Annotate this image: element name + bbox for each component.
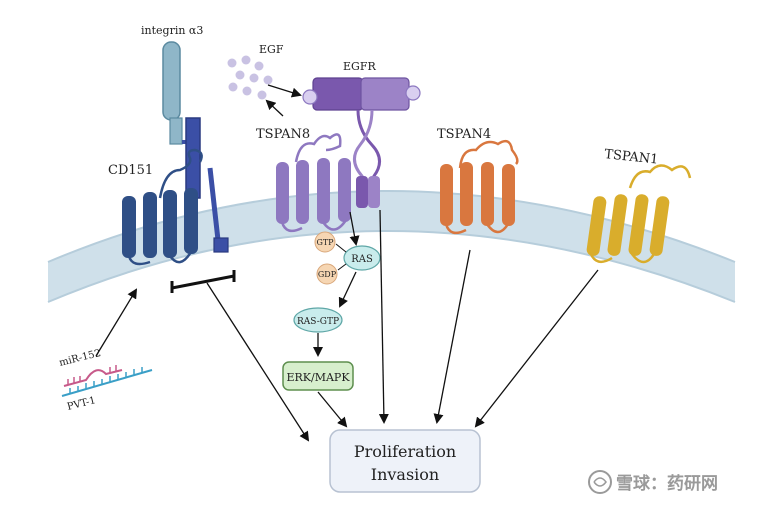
outcome-line2: Invasion <box>371 465 439 484</box>
tspan1-to-outcome-arrow <box>474 269 599 428</box>
watermark: 雪球：药研网 <box>588 470 718 494</box>
outcome-box: Proliferation Invasion <box>329 429 481 493</box>
cd151-to-outcome-arrow <box>206 282 310 442</box>
integrin-label: integrin α3 <box>141 24 203 37</box>
tspan1-label: TSPAN1 <box>604 147 659 168</box>
gdp-node: GDP <box>316 263 338 285</box>
egfr-to-outcome-arrow <box>378 209 389 424</box>
svg-text:RAS-GTP: RAS-GTP <box>297 317 339 327</box>
mir-pvt-complex: miR-152 PVT-1 <box>58 348 153 413</box>
gtp-node: GTP <box>314 231 336 253</box>
tspan8-label: TSPAN8 <box>256 127 310 142</box>
mir-label: miR-152 <box>58 348 102 369</box>
outcome-line1: Proliferation <box>354 442 456 461</box>
ras-gtp-node: RAS-GTP <box>293 307 343 333</box>
egf-to-egfr-arrow <box>267 84 302 98</box>
svg-text:GTP: GTP <box>316 238 334 247</box>
cd151: CD151 <box>108 148 203 266</box>
gdp-ras-link <box>337 263 347 271</box>
svg-text:GDP: GDP <box>318 270 337 279</box>
watermark-text: 雪球：药研网 <box>616 473 718 494</box>
tspan8-to-ras-arrow <box>349 211 360 246</box>
svg-text:RAS: RAS <box>351 254 373 265</box>
tspan4: TSPAN4 <box>437 127 519 235</box>
egf-ligands: EGF <box>227 43 284 100</box>
ras-to-rasgtp-arrow <box>338 271 357 308</box>
svg-text:ERK/MAPK: ERK/MAPK <box>286 371 350 384</box>
tspan1: TSPAN1 <box>586 147 692 264</box>
erk-mapk-node: ERK/MAPK <box>282 361 354 391</box>
tspan8-to-egf-arrow <box>265 99 284 117</box>
snowball-logo-icon <box>588 470 612 494</box>
egfr-label: EGFR <box>343 60 376 73</box>
erk-to-outcome-arrow <box>317 391 348 428</box>
egfr: EGFR <box>302 60 421 208</box>
tspan4-label: TSPAN4 <box>437 127 491 142</box>
pvt-label: PVT-1 <box>66 395 97 413</box>
cd151-label: CD151 <box>108 163 153 178</box>
gtp-ras-link <box>335 243 347 253</box>
ras-node: RAS <box>343 245 381 271</box>
inhibition-bar <box>171 274 235 290</box>
tspan8: TSPAN8 <box>256 127 351 233</box>
mir-to-cd151-arrow <box>95 288 138 357</box>
tspan4-to-outcome-arrow <box>433 249 471 424</box>
egf-label: EGF <box>259 43 284 56</box>
